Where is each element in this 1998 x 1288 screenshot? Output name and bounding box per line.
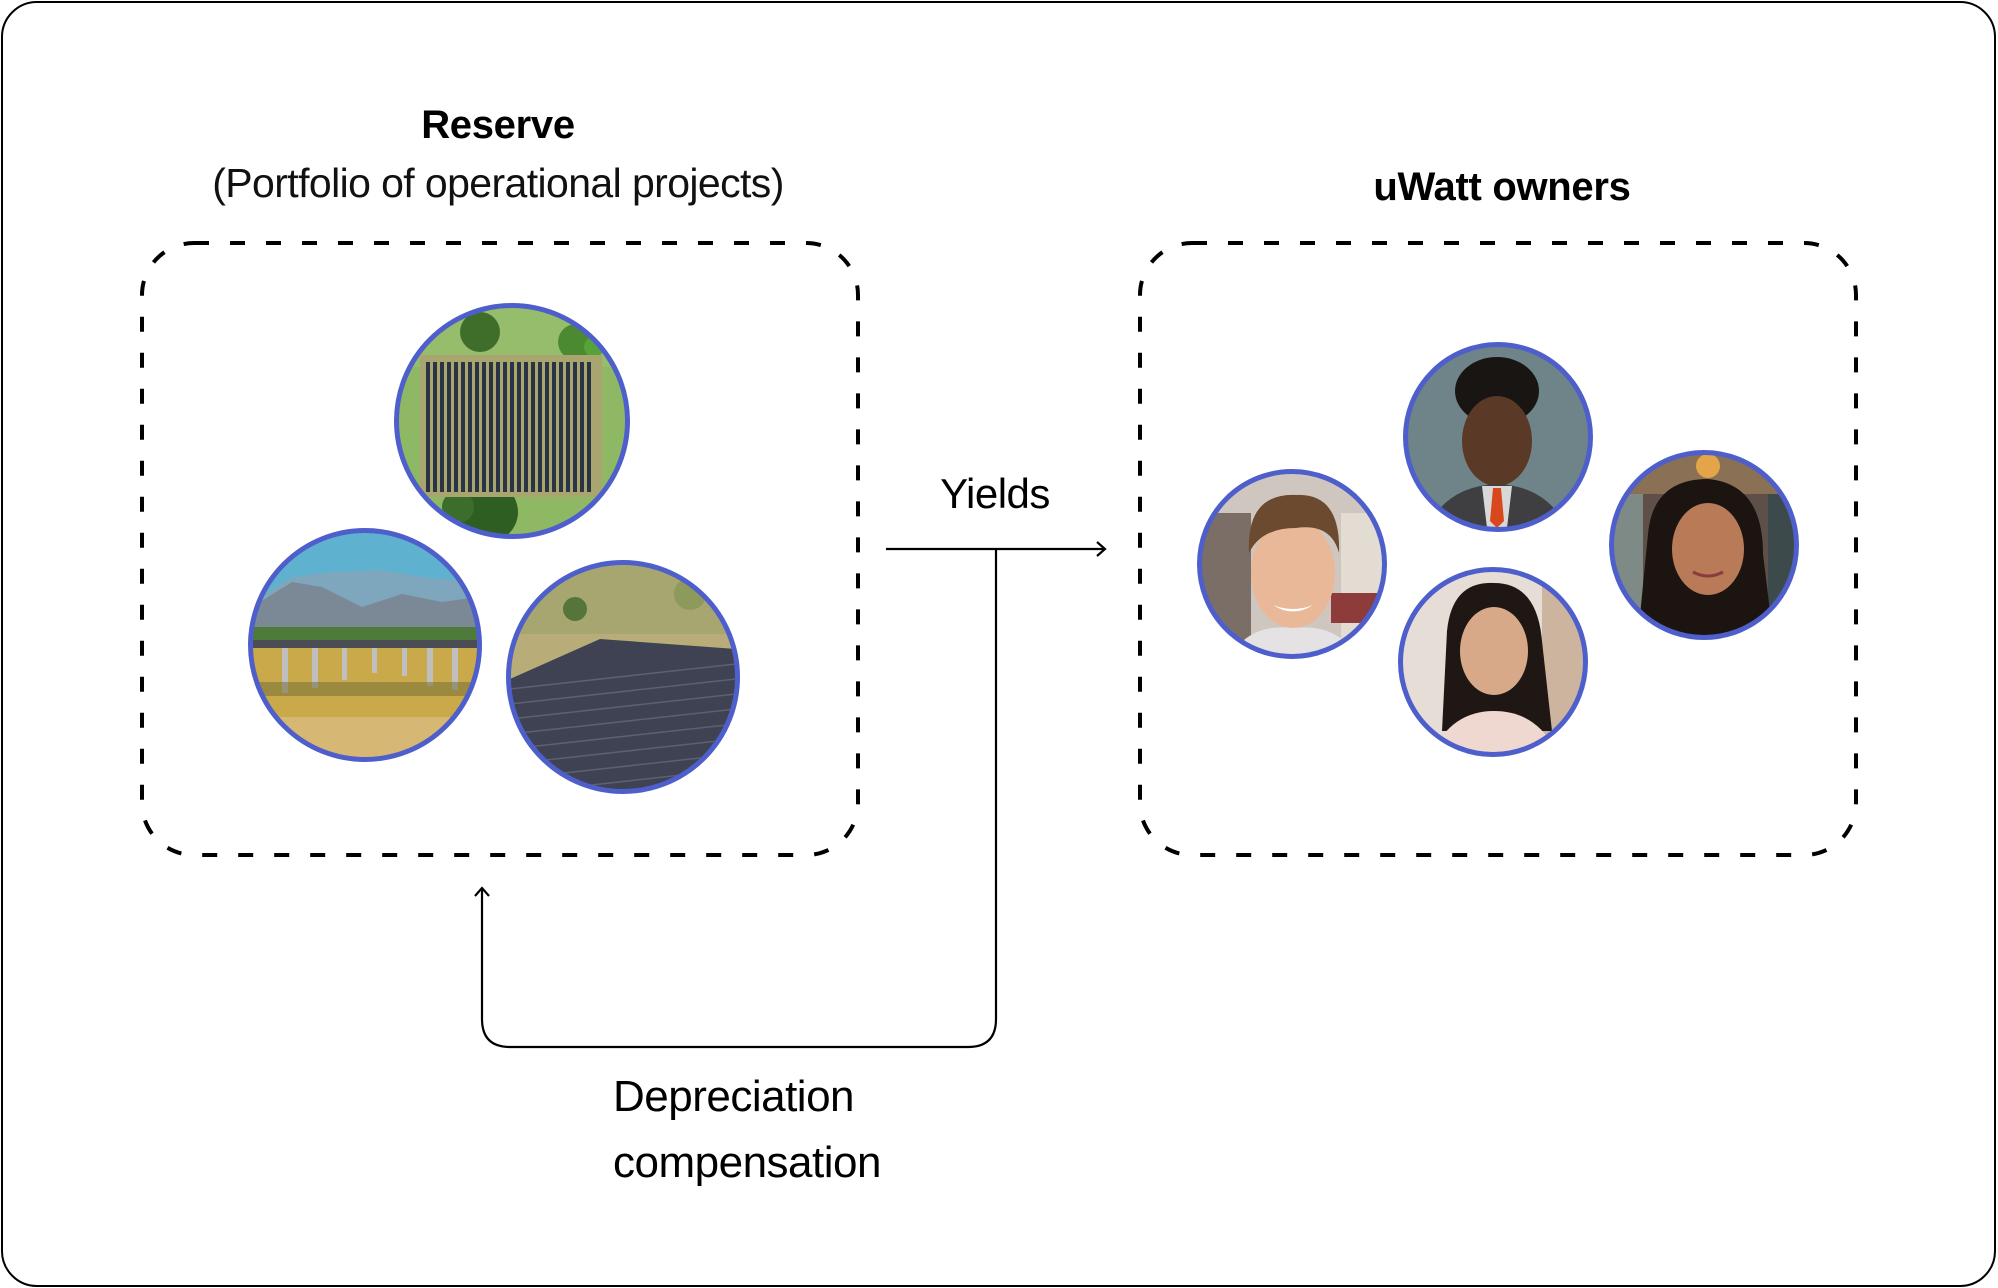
project-photo-ring (506, 560, 740, 794)
reserve-dashed-box (140, 241, 860, 857)
owner-avatar-ring (1403, 342, 1593, 532)
depreciation-arrow-line (480, 549, 998, 1049)
owners-dashed-box (1138, 241, 1858, 857)
yields-label: Yields (940, 470, 1050, 517)
project-photo-ring (394, 303, 630, 539)
owners-title: uWatt owners (1373, 165, 1631, 209)
depreciation-label-line1: Depreciation (613, 1072, 855, 1121)
reserve-title: Reserve (421, 103, 575, 147)
depreciation-label-line2: compensation (613, 1138, 881, 1187)
yields-arrowhead-icon (1096, 541, 1107, 557)
project-photo-ring (248, 528, 482, 762)
owner-avatar-ring (1197, 469, 1387, 659)
owner-avatar-ring (1398, 567, 1588, 757)
reserve-subtitle: (Portfolio of operational projects) (212, 160, 784, 206)
depreciation-arrowhead-icon (474, 886, 490, 897)
owner-avatar-ring (1609, 450, 1799, 640)
